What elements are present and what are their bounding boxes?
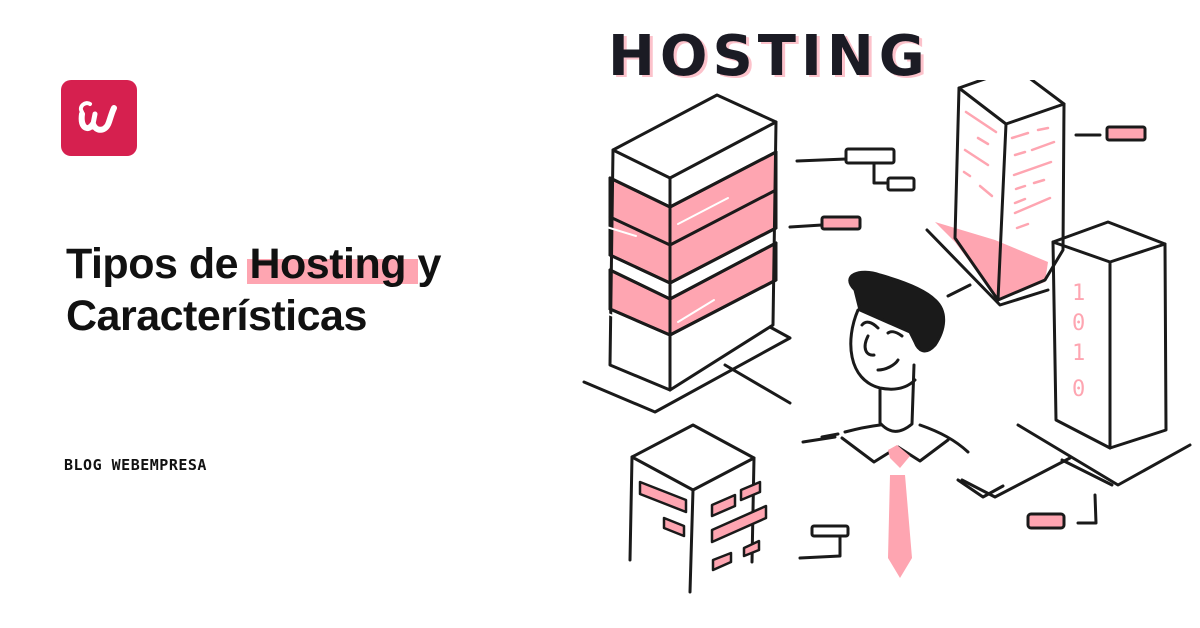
- blog-label: BLOG WEBEMPRESA: [64, 456, 207, 474]
- title-line1-prefix: Tipos de: [66, 240, 250, 288]
- person-icon: [820, 270, 1005, 578]
- svg-text:0: 0: [1072, 311, 1085, 336]
- title-highlight: Hosting: [247, 240, 418, 288]
- webempresa-logo: [61, 80, 137, 156]
- hosting-headline: HOSTING: [608, 24, 930, 89]
- document-server-icon: [925, 80, 1147, 307]
- small-server-icon: [628, 423, 850, 594]
- title-line1-suffix: y: [406, 240, 441, 288]
- page-title: Tipos de Hosting y Características: [66, 238, 441, 342]
- w-logo-icon: [78, 101, 117, 133]
- hosting-illustration: 1 0 1 0: [582, 80, 1192, 594]
- svg-text:1: 1: [1072, 341, 1085, 366]
- title-line2: Características: [66, 292, 367, 340]
- svg-text:1: 1: [1072, 281, 1085, 306]
- striped-server-icon: [582, 93, 792, 414]
- connector-nodes-icon: [788, 147, 916, 231]
- binary-server-icon: 1 0 1 0: [960, 220, 1192, 530]
- svg-text:0: 0: [1072, 377, 1085, 402]
